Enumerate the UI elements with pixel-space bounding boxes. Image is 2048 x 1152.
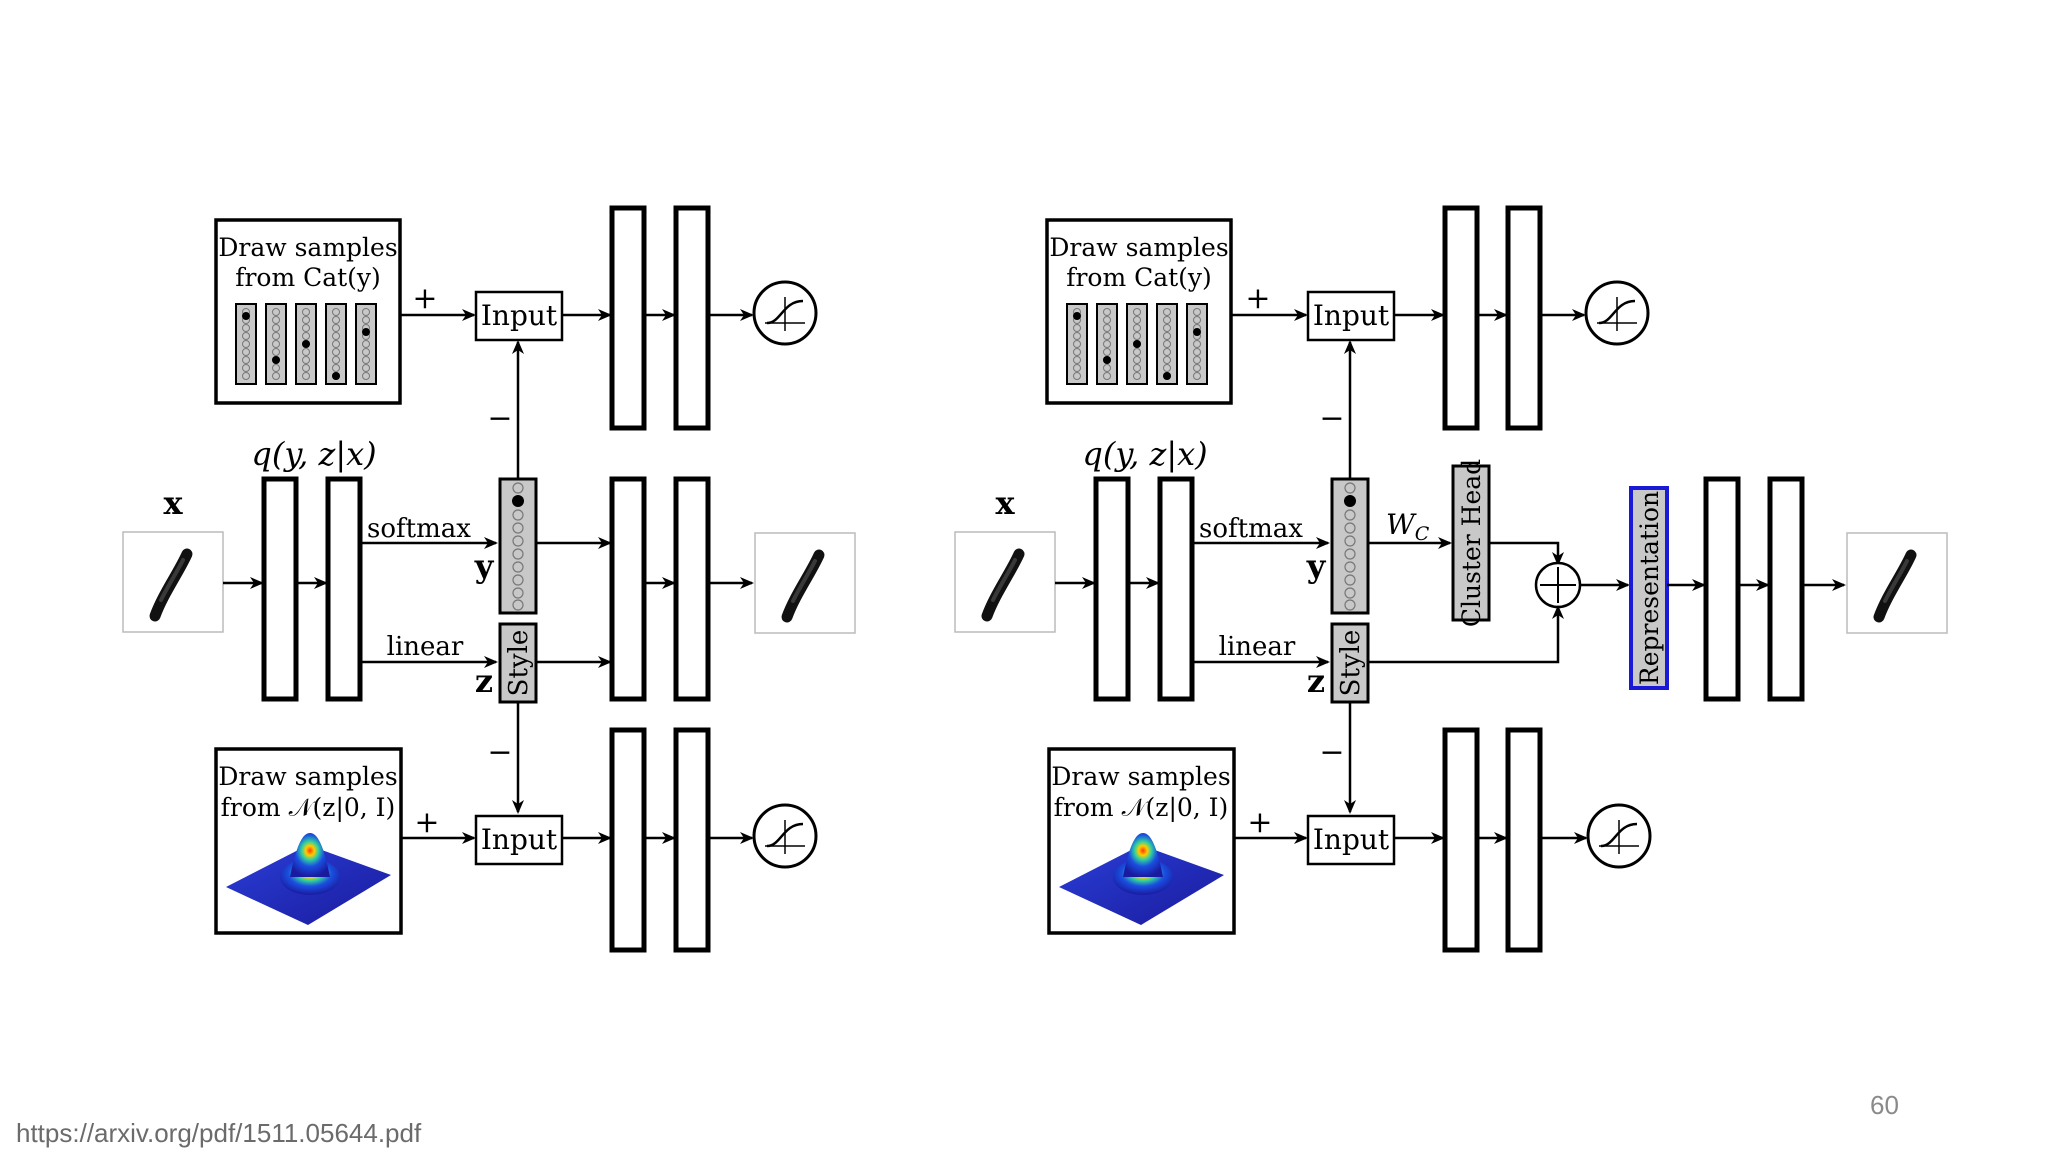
input-label-bottom: Input	[481, 823, 558, 856]
minus-sign: −	[1319, 401, 1344, 436]
input-box-bottom	[1306, 814, 1396, 866]
cat-prior-subtitle: from Cat(y)	[1066, 263, 1212, 292]
cat-samples-image	[235, 303, 377, 385]
input-box-top	[474, 290, 564, 342]
left-diagram: Draw samples from Cat(y) + Input q(y, z|…	[123, 205, 855, 953]
cat-prior-title: Draw samples	[1049, 233, 1228, 262]
gaussian-prior-title: Draw samples	[1051, 762, 1230, 791]
input-label-top: Input	[481, 299, 558, 332]
input-digit-image	[955, 532, 1055, 632]
encoder-layer	[1093, 476, 1131, 702]
sigmoid-icon	[1584, 280, 1650, 346]
y-code-vector	[498, 477, 538, 615]
sigmoid-icon	[1586, 803, 1652, 869]
minus-sign: −	[1319, 735, 1344, 770]
disc-layer	[609, 205, 647, 431]
disc-layer	[673, 727, 711, 953]
encoder-layer	[261, 476, 299, 702]
z-label: z	[475, 662, 493, 700]
posterior-label: q(y, z|x)	[1082, 435, 1207, 473]
disc-layer	[1442, 205, 1480, 431]
x-label: x	[995, 484, 1015, 522]
sigmoid-icon	[752, 280, 818, 346]
representation-box	[1629, 486, 1669, 690]
cat-samples-image	[1066, 303, 1208, 385]
x-label: x	[163, 484, 183, 522]
z-label: z	[1307, 662, 1325, 700]
softmax-label: softmax	[1199, 514, 1303, 544]
style-label: Style	[504, 630, 534, 697]
input-digit-image	[123, 532, 223, 632]
plus-sign: +	[412, 281, 437, 316]
wc-subscript: C	[1415, 523, 1430, 545]
input-label-top: Input	[1313, 299, 1390, 332]
decoder-layer	[609, 476, 647, 702]
disc-layer	[1505, 205, 1543, 431]
representation-label: Representation	[1635, 491, 1664, 685]
sigmoid-icon	[752, 803, 818, 869]
plus-sign: +	[414, 805, 439, 840]
minus-sign: −	[487, 735, 512, 770]
y-code-vector	[1330, 477, 1370, 615]
decoder-layer	[1703, 476, 1741, 702]
cluster-head-box	[1451, 464, 1491, 622]
reconstructed-digit-image	[1847, 533, 1947, 633]
decoder-layer	[1767, 476, 1805, 702]
gaussian-prior-title: Draw samples	[218, 762, 397, 791]
cluster-head-label: Cluster Head	[1457, 459, 1486, 627]
style-label: Style	[1336, 630, 1366, 697]
disc-layer	[673, 205, 711, 431]
encoder-layer	[325, 476, 363, 702]
disc-layer	[609, 727, 647, 953]
cat-prior-title: Draw samples	[218, 233, 397, 262]
decoder-layer	[673, 476, 711, 702]
disc-layer	[1442, 727, 1480, 953]
posterior-label: q(y, z|x)	[251, 435, 376, 473]
linear-label: linear	[387, 632, 464, 662]
y-label: y	[474, 547, 495, 585]
gaussian-prior-subtitle: from 𝒩(z|0, I)	[221, 793, 396, 823]
cat-prior-subtitle: from Cat(y)	[235, 263, 381, 292]
minus-sign: −	[487, 401, 512, 436]
wc-main: W	[1386, 508, 1417, 541]
page-number: 60	[1870, 1090, 1899, 1120]
encoder-layer	[1157, 476, 1195, 702]
y-label: y	[1306, 547, 1327, 585]
reconstructed-digit-image	[755, 533, 855, 633]
input-box-bottom	[474, 814, 564, 866]
plus-sign: +	[1247, 805, 1272, 840]
disc-layer	[1505, 727, 1543, 953]
gaussian-prior-subtitle: from 𝒩(z|0, I)	[1054, 793, 1229, 823]
source-link[interactable]: https://arxiv.org/pdf/1511.05644.pdf	[16, 1118, 422, 1148]
style-code-box	[1330, 622, 1370, 704]
softmax-label: softmax	[367, 514, 471, 544]
plus-sign: +	[1245, 281, 1270, 316]
linear-label: linear	[1219, 632, 1296, 662]
input-label-bottom: Input	[1313, 823, 1390, 856]
wc-label: WC	[1386, 508, 1430, 545]
right-diagram: Draw samples from Cat(y) + Input q(y, z|…	[955, 205, 1947, 953]
